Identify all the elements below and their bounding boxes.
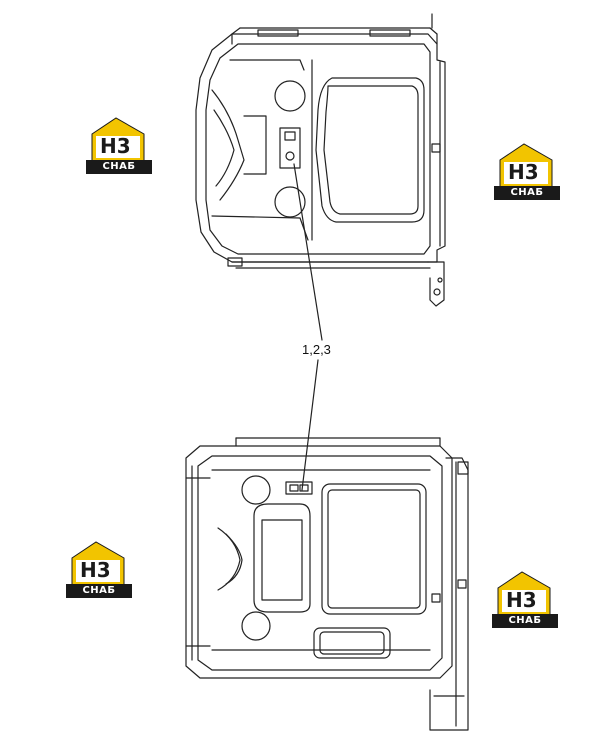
- house-icon: [71, 541, 125, 584]
- hatch-bottom-view: [253, 503, 311, 613]
- house-icon: [91, 117, 145, 160]
- top-vent-lower: [274, 186, 306, 218]
- bottom-view-inner-outline: [197, 455, 443, 671]
- callout-leaders: [293, 163, 323, 491]
- house-icon: [499, 143, 553, 186]
- window-bottom-view: [321, 483, 427, 615]
- logo-badge: СНАБ: [494, 186, 560, 200]
- logo-badge: СНАБ: [86, 160, 152, 174]
- top-view-inner-outline: [205, 43, 431, 255]
- cab-bottom-view: [185, 437, 469, 731]
- logo-hz-snab-4: H3 СНАБ: [492, 566, 558, 628]
- logo-letters: H3: [508, 160, 539, 184]
- lower-storage-tray: [313, 627, 391, 659]
- logo-letters: H3: [100, 134, 131, 158]
- bottom-view-outline: [185, 445, 453, 679]
- logo-letters: H3: [80, 558, 111, 582]
- logo-hz-snab-2: H3 СНАБ: [494, 138, 560, 200]
- top-view-bracket: [427, 261, 445, 307]
- logo-badge: СНАБ: [66, 584, 132, 598]
- logo-badge: СНАБ: [492, 614, 558, 628]
- logo-hz-snab-1: H3 СНАБ: [86, 112, 152, 174]
- bottom-right-rail: [429, 457, 469, 731]
- windshield-top: [315, 77, 425, 223]
- top-vent-upper: [274, 80, 306, 112]
- callout-label: 1,2,3: [302, 342, 331, 357]
- logo-hz-snab-3: H3 СНАБ: [66, 536, 132, 598]
- bottom-vent-lower: [241, 611, 271, 641]
- cab-top-view: [195, 13, 446, 307]
- top-switch-panel: [279, 127, 301, 169]
- bottom-switch-panel: [285, 481, 313, 495]
- house-icon: [497, 571, 551, 614]
- bottom-vent-upper: [241, 475, 271, 505]
- logo-letters: H3: [506, 588, 537, 612]
